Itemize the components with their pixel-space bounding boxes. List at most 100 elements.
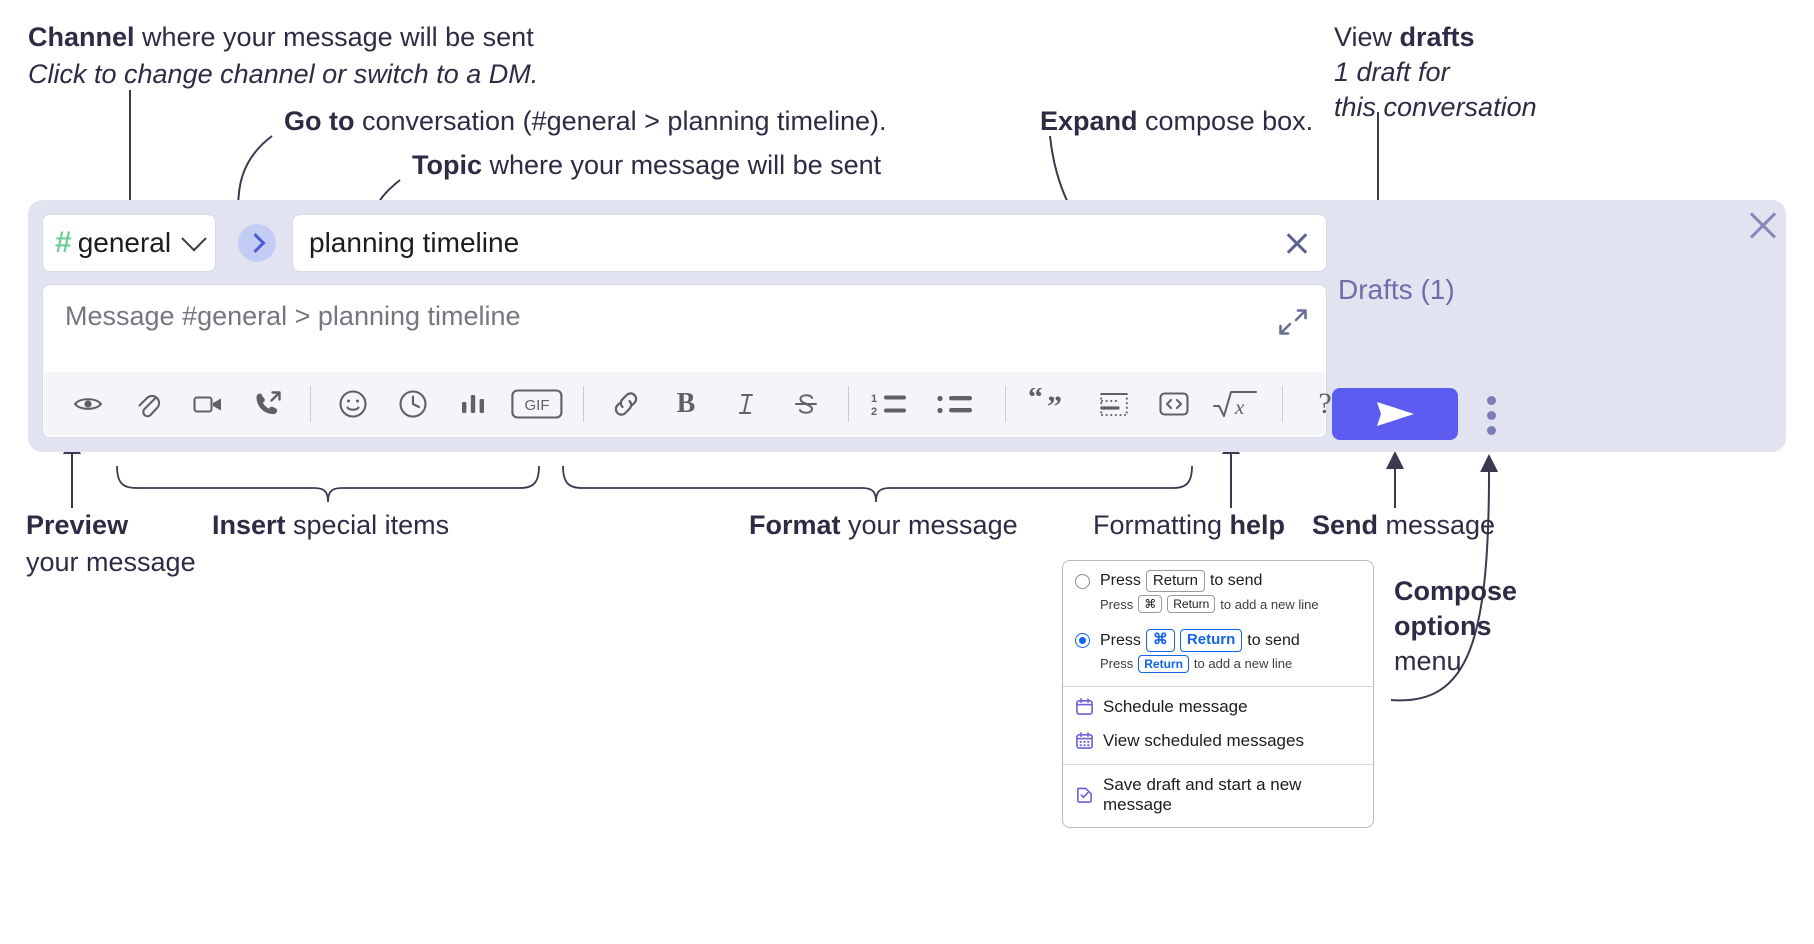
- message-input-box[interactable]: Message #general > planning timeline: [42, 284, 1332, 438]
- bulleted-list-icon[interactable]: [935, 382, 985, 426]
- option1-sub-press: Press: [1100, 596, 1134, 612]
- option2-key-cmd: ⌘: [1145, 629, 1175, 652]
- option1-sub-key-cmd: ⌘: [1138, 595, 1163, 614]
- math-icon[interactable]: x: [1212, 382, 1262, 426]
- blockquote-icon[interactable]: “ ”: [1026, 382, 1076, 426]
- menu-item-save-draft[interactable]: Save draft and start a new message: [1063, 765, 1373, 827]
- formatting-help-icon[interactable]: ?: [1318, 387, 1332, 420]
- menu-item-view-scheduled-messages[interactable]: View scheduled messages: [1063, 724, 1373, 758]
- annotation-insert-rest: special items: [285, 510, 450, 540]
- strikethrough-icon[interactable]: [784, 382, 828, 426]
- italic-icon[interactable]: [724, 382, 768, 426]
- menu-item-schedule-message[interactable]: Schedule message: [1063, 687, 1373, 724]
- annotation-goto-bold: Go to: [284, 106, 355, 136]
- annotation-compose-options-bold1: Compose: [1394, 576, 1518, 606]
- radio-icon-selected[interactable]: [1075, 633, 1090, 649]
- chevron-down-icon: [181, 226, 207, 252]
- option2-press: Press: [1100, 631, 1141, 649]
- bold-icon[interactable]: B: [676, 388, 696, 419]
- code-icon[interactable]: [1152, 382, 1196, 426]
- send-button[interactable]: [1332, 388, 1458, 440]
- annotation-format-bold: Format: [749, 510, 841, 540]
- annotation-expand-rest: compose box.: [1137, 106, 1314, 136]
- annotation-compose-options-bold2: options: [1394, 610, 1492, 641]
- audio-call-icon[interactable]: [246, 382, 290, 426]
- option1-key-return: Return: [1145, 570, 1205, 593]
- compose-options-button[interactable]: [1483, 396, 1499, 435]
- annotation-help: Formatting help: [1093, 510, 1285, 542]
- compose-left-column: # general planning timeline Message #gen…: [42, 214, 1332, 438]
- expand-icon[interactable]: [1278, 307, 1308, 337]
- calendar-grid-icon: [1076, 732, 1093, 750]
- preview-icon[interactable]: [66, 382, 110, 426]
- annotation-drafts-bold: drafts: [1399, 22, 1475, 52]
- option1-sub-suffix: to add a new line: [1220, 596, 1319, 612]
- annotation-channel-sub: Click to change channel or switch to a D…: [28, 58, 539, 89]
- send-paperplane-icon: [1377, 402, 1414, 426]
- toolbar-separator: [1282, 386, 1283, 422]
- option2-suffix: to send: [1247, 631, 1300, 649]
- svg-text:x: x: [1234, 395, 1245, 419]
- radio-icon[interactable]: [1075, 573, 1090, 589]
- close-icon[interactable]: [1282, 228, 1312, 258]
- reminder-clock-icon[interactable]: [391, 382, 435, 426]
- option1-hint: Press ⌘ Return to add a new line: [1063, 592, 1373, 620]
- poll-icon[interactable]: [451, 382, 495, 426]
- svg-text:1: 1: [871, 393, 877, 405]
- annotation-drafts-sub2: this conversation: [1334, 91, 1537, 122]
- menu-item-label: Schedule message: [1103, 696, 1248, 716]
- annotation-channel-bold: Channel: [28, 22, 135, 52]
- attachment-icon[interactable]: [126, 382, 170, 426]
- go-to-conversation-button[interactable]: [238, 224, 276, 262]
- video-icon[interactable]: [186, 382, 230, 426]
- annotation-drafts-pre: View: [1334, 22, 1400, 52]
- annotation-compose-options-rest: menu: [1394, 645, 1462, 676]
- annotation-expand-bold: Expand: [1040, 106, 1138, 136]
- option2-hint: Press Return to add a new line: [1063, 652, 1373, 680]
- hash-icon: #: [55, 226, 72, 259]
- annotation-help-pre: Formatting: [1093, 510, 1230, 540]
- option2-key-return: Return: [1179, 629, 1243, 652]
- link-icon[interactable]: [604, 382, 648, 426]
- save-draft-icon: [1077, 787, 1092, 804]
- annotation-format: Format your message: [749, 510, 1018, 542]
- menu-divider: [1063, 685, 1373, 687]
- topic-value: planning timeline: [309, 227, 520, 258]
- calendar-schedule-icon: [1076, 698, 1093, 716]
- svg-text:2: 2: [871, 406, 877, 418]
- annotation-format-rest: your message: [840, 510, 1018, 540]
- menu-option-return-to-send[interactable]: Press Return to send: [1063, 561, 1373, 593]
- menu-option-cmd-return-to-send[interactable]: Press ⌘ Return to send: [1063, 620, 1373, 652]
- channel-topic-row: # general planning timeline: [42, 214, 1327, 272]
- compose-panel: # general planning timeline Message #gen…: [28, 200, 1786, 452]
- toolbar-separator: [583, 386, 584, 422]
- annotation-channel: Channel where your message will be sent …: [28, 22, 538, 91]
- annotation-help-bold: help: [1229, 510, 1286, 540]
- annotation-preview-bold: Preview: [26, 510, 129, 540]
- gif-icon[interactable]: GIF: [511, 382, 563, 426]
- emoji-icon[interactable]: [331, 382, 375, 426]
- close-icon[interactable]: [1746, 208, 1780, 242]
- kebab-dot: [1486, 396, 1496, 405]
- svg-text:”: ”: [1047, 390, 1062, 420]
- channel-selector[interactable]: # general: [42, 214, 216, 272]
- toolbar-separator: [310, 386, 311, 422]
- annotation-preview-sub: your message: [26, 546, 196, 577]
- ordered-list-icon[interactable]: 1 2: [869, 382, 919, 426]
- annotation-topic-rest: where your message will be sent: [482, 150, 882, 180]
- code-block-icon[interactable]: [1092, 382, 1136, 426]
- svg-text:GIF: GIF: [525, 397, 550, 414]
- menu-divider: [1063, 763, 1373, 765]
- annotation-topic-bold: Topic: [412, 150, 482, 180]
- annotation-channel-rest: where your message will be sent: [134, 22, 534, 52]
- formatting-toolbar: GIF B: [44, 372, 1332, 436]
- annotation-compose-options: Compose options menu: [1394, 576, 1517, 678]
- kebab-dot: [1486, 426, 1496, 435]
- annotation-preview: Preview your message: [26, 510, 196, 579]
- menu-item-label: View scheduled messages: [1103, 730, 1304, 750]
- drafts-link[interactable]: Drafts (1): [1338, 274, 1455, 305]
- topic-field[interactable]: planning timeline: [292, 214, 1327, 272]
- annotation-topic: Topic where your message will be sent: [412, 150, 881, 182]
